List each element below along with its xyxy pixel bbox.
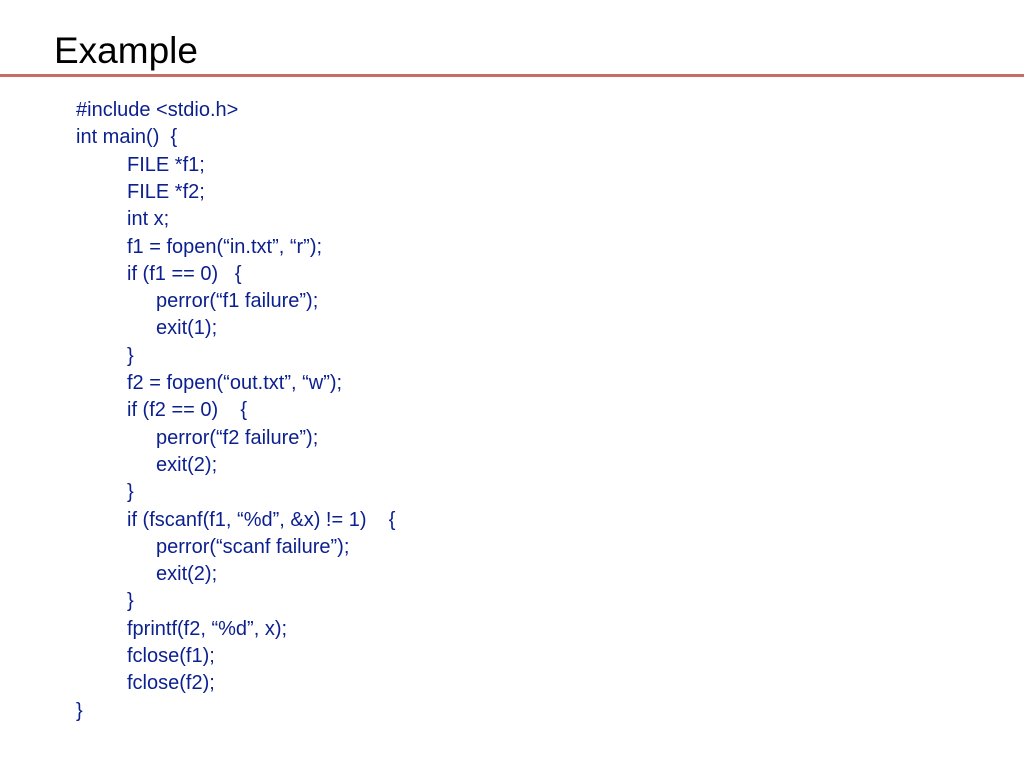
code-line: int main() { bbox=[76, 126, 178, 149]
code-line: f1 = fopen(“in.txt”, “r”); bbox=[127, 235, 323, 258]
code-line: exit(1); bbox=[156, 317, 218, 340]
code-line: FILE *f1; bbox=[127, 153, 205, 176]
code-line: fclose(f1); bbox=[127, 645, 215, 667]
slide-title: Example bbox=[54, 30, 198, 71]
code-line: FILE *f2; bbox=[127, 180, 205, 203]
code-line: if (f2 == 0) { bbox=[127, 399, 248, 422]
code-line: fprintf(f2, “%d”, x); bbox=[127, 617, 288, 640]
code-line: exit(2); bbox=[156, 453, 218, 476]
code-line: } bbox=[127, 481, 134, 504]
code-line: } bbox=[127, 344, 134, 367]
code-line: } bbox=[127, 590, 134, 613]
code-line: perror(“f1 failure”); bbox=[156, 290, 319, 313]
code-line: f2 = fopen(“out.txt”, “w”); bbox=[127, 372, 343, 394]
code-line: int x; bbox=[127, 208, 170, 231]
code-line: #include <stdio.h> bbox=[76, 99, 239, 121]
code-line: if (fscanf(f1, “%d”, &x) != 1) { bbox=[127, 508, 396, 531]
code-line: exit(2); bbox=[156, 563, 218, 586]
code-line: perror(“scanf failure”); bbox=[156, 535, 350, 558]
code-line: perror(“f2 failure”); bbox=[156, 426, 319, 449]
code-line: } bbox=[76, 699, 83, 722]
code-line: fclose(f2); bbox=[127, 672, 215, 695]
code-line: if (f1 == 0) { bbox=[127, 262, 242, 285]
code-block: #include <stdio.h> int main() { FILE *f1; F… bbox=[76, 97, 976, 737]
title-divider bbox=[0, 74, 1024, 77]
